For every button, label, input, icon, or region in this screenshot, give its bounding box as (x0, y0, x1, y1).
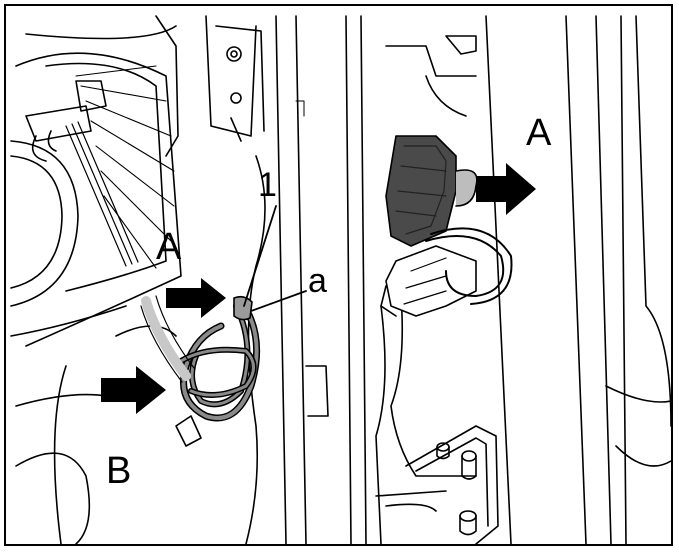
leader-line-a (250, 290, 307, 312)
arrow-right-icon (476, 163, 536, 215)
label-a-right: A (526, 112, 552, 154)
leader-lines (243, 205, 307, 312)
arrow-right-icon (101, 366, 166, 414)
wire-harness (140, 295, 261, 447)
speaker-assembly (10, 15, 182, 544)
technical-illustration (10, 15, 671, 544)
pillar-trim (205, 15, 367, 544)
arrow-right-icon (166, 278, 226, 318)
label-item-1: 1 (258, 166, 277, 204)
label-a-left: A (156, 226, 182, 268)
door-connector (380, 135, 513, 317)
label-item-b: B (106, 450, 132, 492)
arrows (101, 163, 536, 414)
figure-frame: A A 1 a B (4, 4, 673, 546)
b-pillar (375, 15, 671, 544)
label-item-a: a (308, 262, 327, 300)
leader-line-1 (243, 205, 277, 307)
